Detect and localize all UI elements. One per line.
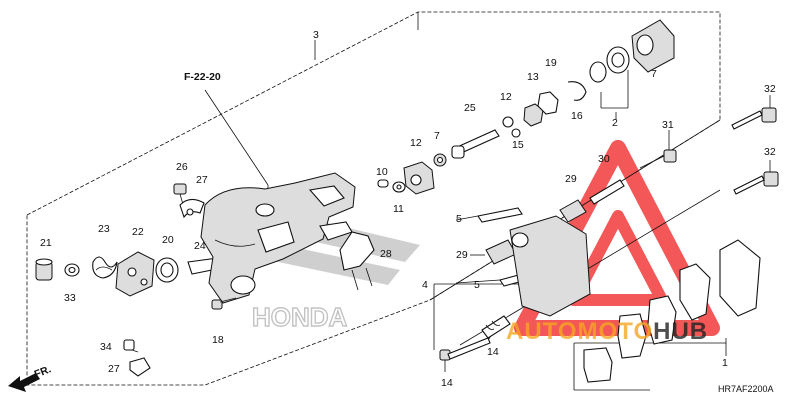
callout-10: 10 bbox=[376, 166, 388, 178]
part-10-pin bbox=[377, 179, 389, 188]
front-direction-label: FR. bbox=[33, 363, 53, 380]
part-11-washer bbox=[392, 181, 406, 193]
part-14-bolt bbox=[439, 337, 491, 361]
overlay-brand-part-hub: HUB bbox=[653, 318, 708, 345]
callout-3: 3 bbox=[313, 29, 319, 41]
callout-4: 4 bbox=[422, 279, 428, 291]
callout-12: 12 bbox=[410, 137, 422, 149]
callout-29-lower: 29 bbox=[456, 249, 468, 261]
callout-18: 19 bbox=[545, 57, 557, 69]
part-34-clip bbox=[123, 339, 135, 351]
callout-32-lower: 32 bbox=[764, 146, 776, 158]
part-2-seal-rings bbox=[589, 46, 630, 83]
callout-9: 13 bbox=[527, 71, 539, 83]
callout-2: 2 bbox=[612, 117, 618, 129]
part-26-clip bbox=[179, 198, 205, 219]
part-17-bolt bbox=[211, 297, 237, 310]
overlay-brand-part-automoto: AUTOMOTO bbox=[506, 318, 653, 345]
part-number-callouts: 3 7 19 13 12 25 16 2 15 7 12 10 11 31 32… bbox=[40, 29, 776, 389]
part-28-spring-plate bbox=[339, 231, 375, 291]
overlay-brand-text: AUTOMOTOHUB bbox=[506, 318, 708, 345]
callout-11: 11 bbox=[393, 203, 404, 215]
callout-7: 7 bbox=[434, 130, 440, 142]
part-20-bushing bbox=[35, 258, 53, 281]
callout-8: 12 bbox=[500, 91, 512, 103]
callout-1: 1 bbox=[722, 357, 728, 369]
part-12-block bbox=[403, 161, 435, 195]
part-8-washer bbox=[502, 116, 514, 128]
honda-watermark-text: HONDA bbox=[252, 302, 348, 332]
callout-29-upper: 29 bbox=[565, 173, 577, 185]
callout-17: 18 bbox=[212, 334, 224, 346]
figure-code: HR7AF2200A bbox=[718, 384, 774, 394]
part-9-spring bbox=[523, 103, 544, 127]
part-29-boot-upper bbox=[559, 199, 587, 223]
callout-15: 15 bbox=[512, 139, 524, 151]
part-13-pin bbox=[481, 315, 511, 339]
part-5-clip-upper bbox=[477, 207, 523, 223]
callout-30: 30 bbox=[598, 153, 610, 165]
callout-19: 20 bbox=[162, 234, 174, 246]
part-6-piston bbox=[631, 19, 675, 73]
callout-13: 14 bbox=[487, 346, 499, 358]
callout-32-upper: 32 bbox=[764, 83, 776, 95]
part-32-bolt-lower bbox=[733, 171, 779, 195]
callout-6: 7 bbox=[651, 68, 657, 80]
callout-21: 22 bbox=[132, 226, 144, 238]
part-18-nut bbox=[537, 91, 559, 115]
part-4-caliper-housing bbox=[509, 215, 591, 317]
part-32-bolt-upper bbox=[731, 107, 777, 130]
callout-5-upper: 5 bbox=[456, 213, 462, 225]
callout-28: 28 bbox=[380, 248, 392, 260]
callout-33: 33 bbox=[64, 292, 76, 304]
callout-23: 24 bbox=[194, 240, 206, 252]
overlay-brand-watermark: AUTOMOTOHUB bbox=[506, 318, 708, 345]
callout-27: 27 bbox=[108, 363, 120, 375]
part-21-bracket bbox=[115, 251, 155, 297]
part-33-ring bbox=[64, 263, 80, 277]
callout-14: 14 bbox=[441, 377, 453, 389]
callout-31: 31 bbox=[662, 119, 674, 131]
part-1-brake-pads bbox=[583, 239, 761, 383]
triangle-inner-shape bbox=[568, 210, 668, 306]
part-16-clip bbox=[567, 81, 587, 101]
callout-20: 21 bbox=[40, 237, 52, 249]
part-15-ring bbox=[511, 128, 521, 138]
callout-22: 23 bbox=[98, 223, 110, 235]
reference-label: F-22-20 bbox=[184, 71, 221, 83]
part-7-nut bbox=[433, 153, 447, 167]
front-direction-arrow: FR. bbox=[8, 363, 53, 392]
part-29-boot-lower bbox=[485, 239, 517, 265]
callout-24: 25 bbox=[464, 102, 476, 114]
part-31-bolt bbox=[639, 149, 677, 169]
part-24-shaft bbox=[451, 129, 500, 159]
part-19-seal bbox=[155, 257, 179, 283]
part-30-pin bbox=[589, 179, 625, 205]
callout-25: 26 bbox=[176, 161, 188, 173]
callout-26: 27 bbox=[196, 174, 208, 186]
callout-5-lower: 5 bbox=[474, 279, 480, 291]
callout-34: 34 bbox=[100, 341, 112, 353]
callout-16: 16 bbox=[571, 110, 583, 122]
caliper-body bbox=[200, 172, 356, 304]
part-27-bracket bbox=[129, 357, 151, 377]
part-22-spring bbox=[92, 256, 118, 279]
